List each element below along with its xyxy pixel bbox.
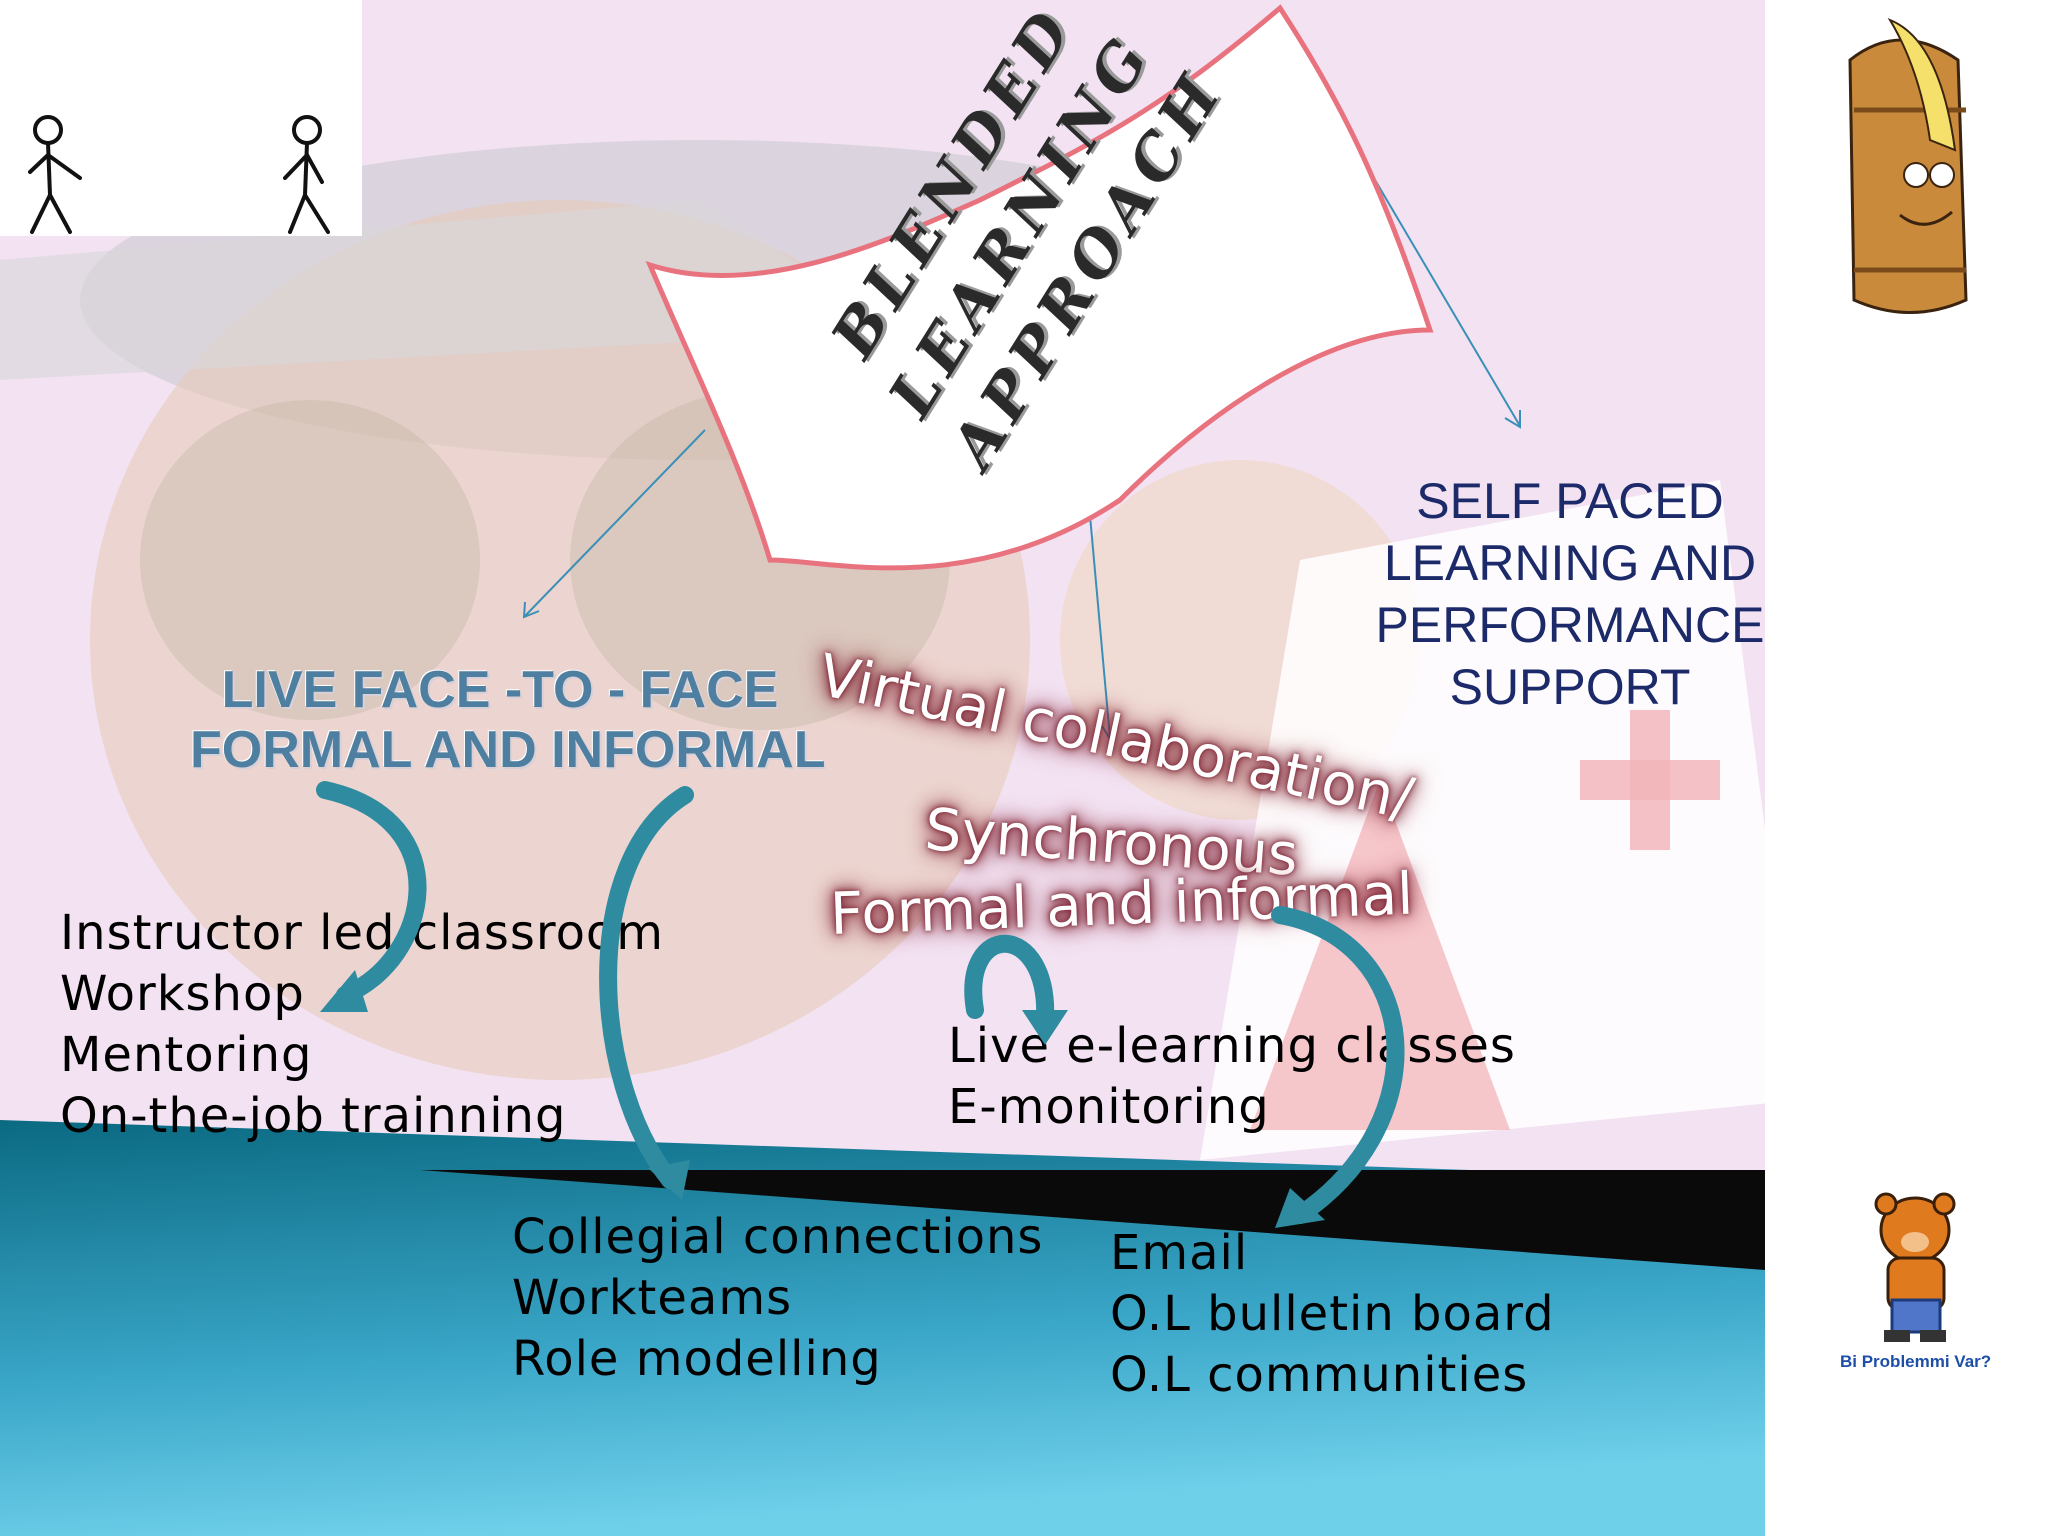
list-item: O.L bulletin board <box>1110 1286 1555 1342</box>
list-item: Role modelling <box>512 1331 882 1387</box>
list-item: Workteams <box>512 1270 793 1326</box>
blended-learning-flag <box>645 4 1434 571</box>
stick-figures-image <box>0 0 362 236</box>
self-paced-line-2: LEARNING AND <box>1383 535 1757 591</box>
bear-character-image <box>1874 1192 1956 1342</box>
self-paced-line-1: SELF PACED <box>1416 473 1724 529</box>
book-character-image <box>1830 0 1978 336</box>
live-heading-line-1: LIVE FACE -TO - FACE <box>221 661 779 719</box>
self-paced-line-4: SUPPORT <box>1449 659 1691 715</box>
arrow-small-loop <box>964 934 1055 1029</box>
list-item: O.L communities <box>1110 1347 1529 1403</box>
live-face-to-face-heading: LIVE FACE -TO - FACE FORMAL AND INFORMAL <box>190 660 826 780</box>
list-item: On-the-job trainning <box>60 1088 567 1144</box>
face-to-face-list: Instructor led classroom Workshop Mentor… <box>60 903 664 1147</box>
collegial-list: Collegial connections Workteams Role mod… <box>512 1207 1043 1390</box>
arrowhead <box>320 970 368 1012</box>
bear-caption: Bi Problemmi Var? <box>1840 1352 1992 1371</box>
list-item: E-monitoring <box>948 1079 1270 1135</box>
self-paced-line-3: PERFORMANCE <box>1375 597 1765 653</box>
arrow-to-collegial <box>599 786 694 1189</box>
list-item: Email <box>1110 1225 1249 1281</box>
self-paced-heading: SELF PACED LEARNING AND PERFORMANCE SUPP… <box>1360 470 1780 718</box>
list-item: Collegial connections <box>512 1209 1044 1265</box>
arrowhead <box>1275 1188 1325 1228</box>
online-tools-list: Email O.L bulletin board O.L communities <box>1110 1223 1555 1406</box>
arrowhead <box>648 1160 690 1200</box>
list-item: Mentoring <box>60 1027 313 1083</box>
list-item: Workshop <box>60 966 305 1022</box>
live-heading-line-2: FORMAL AND INFORMAL <box>190 721 826 779</box>
arrowhead <box>1022 1010 1068 1045</box>
arrow-to-online <box>1271 906 1405 1224</box>
arrow-to-left-list <box>316 781 427 1004</box>
list-item: Instructor led classroom <box>60 905 665 961</box>
